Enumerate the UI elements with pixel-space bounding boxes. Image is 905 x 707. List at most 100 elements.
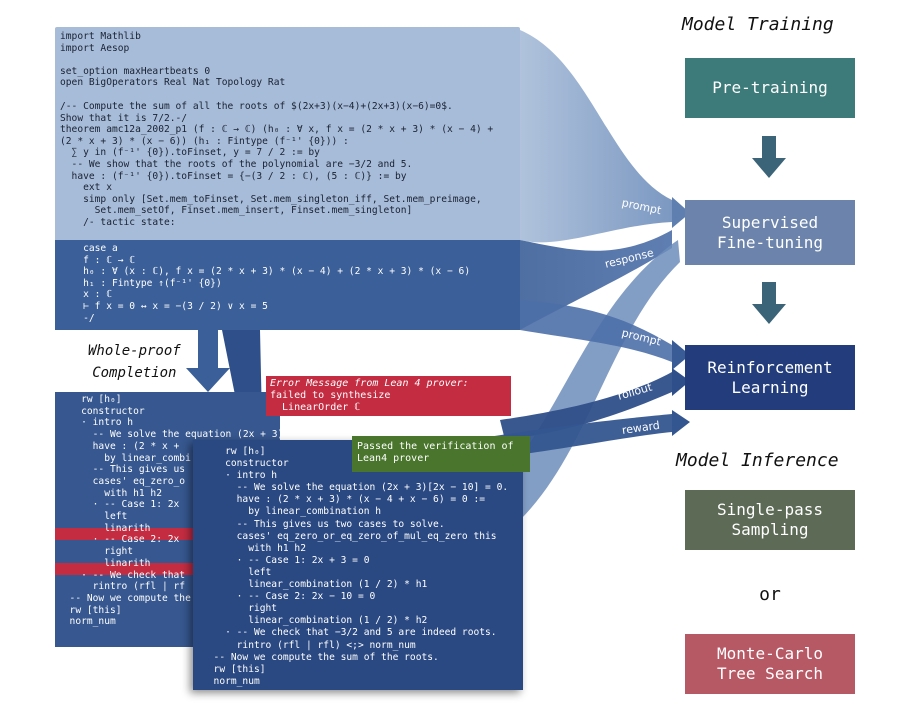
failed-proof-line: rintro (rfl | rf (58, 581, 186, 593)
tactic-state-line: h₁ : Fintype ↑(f⁻¹' {0}) (60, 277, 222, 289)
failed-proof-line: · -- Case 2: 2x (58, 534, 180, 546)
tactic-state-panel (55, 240, 520, 330)
arrowhead-rl-reward (672, 410, 690, 436)
pretraining-box: Pre-training (685, 58, 855, 118)
error-note-box (266, 376, 511, 416)
passed-proof-line: constructor (202, 458, 289, 470)
passed-proof-line: · -- Case 2: 2x − 10 = 0 (202, 591, 376, 603)
theorem-code-line: have : (f⁻¹' {0}).toFinset = {−(3 / 2 : … (60, 170, 407, 182)
tactic-state-line: case a (60, 243, 118, 254)
arrowhead-rl-prompt (672, 340, 690, 370)
arrowhead-sft (672, 197, 690, 228)
failed-proof-line: by linear_combi (58, 452, 191, 464)
whole-proof-label: Whole-proof Completion (88, 343, 181, 381)
passed-proof-line: linear_combination (1 / 2) * h1 (202, 579, 428, 591)
passed-proof-line: -- This gives us two cases to solve. (202, 518, 445, 530)
failed-proof-line: -- We solve the equation (2x + 3)[2x − 1… (58, 429, 365, 441)
passed-proof-line: rintro (rfl | rfl) <;> norm_num (202, 639, 416, 651)
passed-proof-line: linear_combination (1 / 2) * h2 (202, 615, 428, 627)
model-training-heading: Model Training (682, 14, 834, 35)
passed-proof-panel (193, 440, 523, 690)
header-code-line (60, 89, 285, 101)
pass-note-box (352, 436, 530, 472)
prompt-band-rl (520, 300, 672, 362)
failed-proof-line: -- This gives us (58, 464, 186, 476)
tactic-state-line: -/ (60, 312, 95, 324)
down-arrow-whole-proof (186, 330, 230, 392)
theorem-code-line: /-- Compute the sum of all the roots of … (60, 101, 453, 112)
failed-proof-line: have : (2 * x + (58, 440, 186, 452)
failed-proof-line: with h1 h2 (58, 487, 162, 499)
passed-proof-line: right (202, 603, 278, 615)
theorem-code-line: /- tactic state: (60, 216, 176, 228)
mcts-box: Monte-Carlo Tree Search (685, 634, 855, 694)
passed-proof-line: rw [h₀] (202, 446, 266, 457)
error-note-message: failed to synthesize LinearOrder ℂ (270, 390, 390, 414)
passed-proof-line: rw [this] (202, 663, 266, 675)
header-code-line: import Aesop (60, 42, 130, 54)
passed-proof-line: cases' eq_zero_or_eq_zero_of_mul_eq_zero… (202, 530, 497, 542)
tactic-state-line: x : ℂ (60, 289, 112, 301)
header-code-line (60, 54, 285, 66)
failed-proof-line: left (58, 511, 128, 523)
single-pass-sampling-box: Single-pass Sampling (685, 490, 855, 550)
passed-proof-line: -- We solve the equation (2x + 3)[2x − 1… (202, 482, 509, 494)
model-inference-heading: Model Inference (676, 450, 839, 471)
theorem-code-line: simp only [Set.mem_toFinset, Set.mem_sin… (60, 193, 482, 205)
error-message-line: LinearOrder ℂ (270, 402, 361, 413)
theorem-code-line: (2 * x + 3) * (x − 6)) (h₁ : Fintype (f⁻… (60, 135, 349, 147)
passed-proof-line: have : (2 * x + 3) * (x − 4 + x − 6) = 0… (202, 494, 486, 506)
passed-proof-line: · intro h (202, 470, 278, 482)
failed-proof-line: right (58, 546, 134, 558)
failed-proof-line: rw [this] (58, 604, 122, 616)
theorem-code-line: Set.mem_setOf, Finset.mem_insert, Finset… (60, 205, 413, 217)
arrow-sft-to-rl (752, 282, 786, 324)
failed-proof-line: · -- We check that (58, 569, 186, 581)
pass-note-text: Passed the verification of Lean4 prover (357, 441, 514, 464)
passed-proof-line: · -- We check that −3/2 and 5 are indeed… (202, 627, 497, 639)
failed-proof-line: -- Now we compute the (58, 592, 191, 604)
failed-proof-line: norm_num (58, 616, 116, 628)
prompt-band-sft (520, 30, 672, 243)
failed-proof-line: cases' eq_zero_o (58, 475, 186, 487)
passed-proof-line: left (202, 566, 272, 578)
error-note-title: Error Message from Lean 4 prover: (270, 378, 469, 389)
failed-line-highlight-1 (55, 528, 193, 540)
header-code-line: set_option maxHeartbeats 0 (60, 65, 211, 77)
header-code-line: open BigOperators Real Nat Topology Rat (60, 77, 286, 89)
theorem-code-line: -- We show that the roots of the polynom… (60, 158, 413, 170)
tactic-state-line: h₀ : ∀ (x : ℂ), f x = (2 * x + 3) * (x −… (60, 266, 471, 278)
passed-proof-line: by linear_combination h (202, 506, 382, 518)
or-label: or (759, 584, 781, 605)
failed-line-highlight-2 (55, 563, 193, 575)
lean-theorem-code: /-- Compute the sum of all the roots of … (60, 101, 493, 229)
sft-box: Supervised Fine-tuning (685, 200, 855, 265)
failed-proof-line: · -- Case 1: 2x (58, 499, 180, 511)
error-message-line: failed to synthesize (270, 390, 391, 401)
failed-proof-line: linarith (58, 557, 151, 569)
arrow-pretrain-to-sft (752, 136, 786, 178)
arrowhead-rl-rollout (672, 368, 690, 396)
passed-proof-line: · -- Case 1: 2x + 3 = 0 (202, 554, 370, 566)
theorem-code-line: ∑ y in (f⁻¹' {0}).toFinset, y = 7 / 2 :=… (60, 147, 320, 159)
tactic-state-line: ⊢ f x = 0 ↔ x = −(3 / 2) ∨ x = 5 (60, 300, 268, 312)
theorem-code-line: ext x (60, 182, 112, 194)
header-code-line: import Mathlib (60, 31, 141, 42)
failed-proof-line: rw [h₀] (58, 394, 122, 405)
passed-proof-line: -- Now we compute the sum of the roots. (202, 651, 439, 663)
passed-proof-line: norm_num (202, 675, 260, 687)
passed-proof-line: with h1 h2 (202, 542, 306, 554)
failed-proof-code: rw [h₀] constructor · intro h -- We solv… (58, 394, 365, 628)
failed-proof-line: · intro h (58, 417, 134, 429)
rl-box: Reinforcement Learning (685, 345, 855, 410)
theorem-code-line: Show that it is 7/2.-/ (60, 112, 188, 124)
failed-proof-line: linarith (58, 522, 151, 534)
failed-proof-line: constructor (58, 405, 145, 417)
tactic-state-code: case a f : ℂ → ℂ h₀ : ∀ (x : ℂ), f x = (… (60, 243, 470, 324)
tactic-state-line: f : ℂ → ℂ (60, 254, 136, 266)
passed-proof-code: rw [h₀] constructor · intro h -- We solv… (202, 446, 509, 688)
band-to-passed-proof (222, 330, 276, 446)
